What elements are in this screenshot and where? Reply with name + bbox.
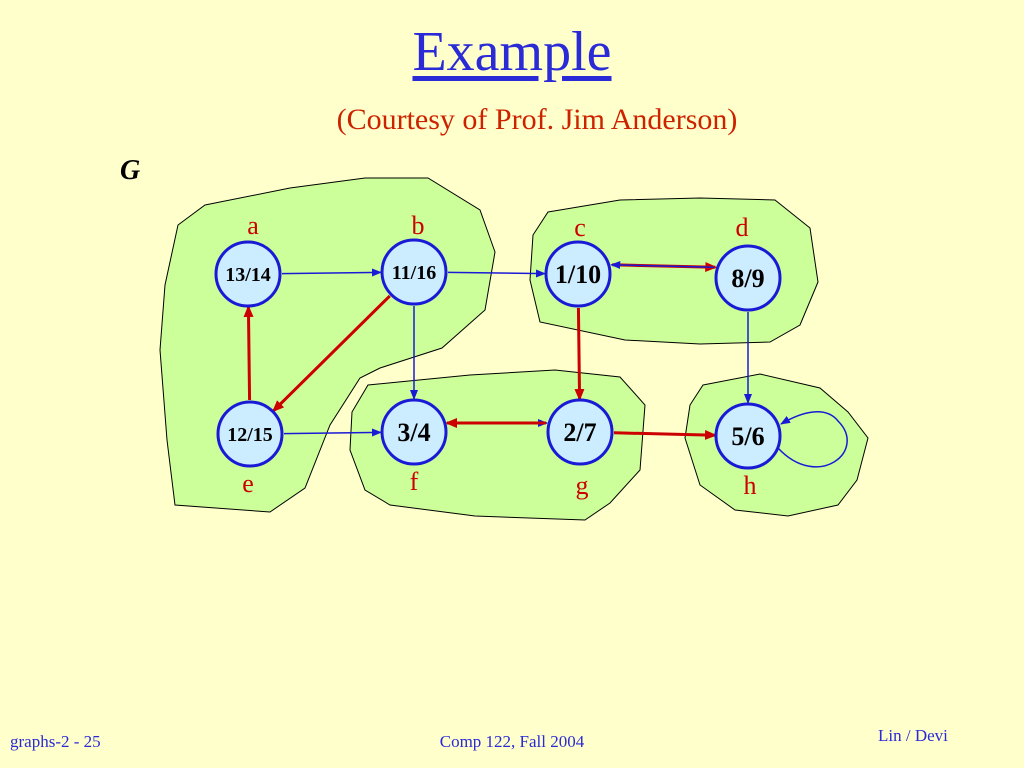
edge-h-h (777, 411, 848, 468)
node-d-label: d (736, 213, 749, 242)
slide-title: Example (412, 21, 612, 83)
node-d-times: 8/9 (731, 264, 764, 293)
edge-b-e (272, 294, 391, 413)
node-f-label: f (410, 467, 419, 496)
node-d: 8/9 d (714, 213, 782, 312)
node-b: 11/16 b (380, 211, 448, 306)
node-c-times: 1/10 (555, 260, 601, 289)
edge-e-a (243, 304, 254, 401)
node-c-label: c (574, 213, 586, 242)
node-g-label: g (576, 471, 589, 500)
node-d-circle (714, 244, 782, 312)
node-a-times: 13/14 (225, 264, 271, 286)
edge-d-c (610, 260, 715, 269)
node-h: 5/6 h (714, 402, 782, 500)
node-a-circle (214, 240, 282, 308)
edge-e-f (283, 428, 383, 437)
node-h-circle (714, 402, 782, 470)
node-e-times: 12/15 (227, 424, 273, 446)
node-a-label: a (247, 211, 259, 240)
node-g-circle (546, 398, 614, 466)
node-c: 1/10 c (544, 213, 612, 308)
footer-slide-number: graphs-2 - 25 (10, 732, 101, 751)
slide-subtitle: (Courtesy of Prof. Jim Anderson) (336, 103, 738, 136)
edge-a-b (281, 268, 383, 277)
node-g: 2/7 g (546, 398, 614, 500)
node-b-label: b (412, 211, 425, 240)
graph-label: G (120, 155, 141, 186)
node-c-circle (544, 240, 612, 308)
node-g-times: 2/7 (563, 418, 596, 447)
node-b-circle (380, 238, 448, 306)
edge-b-c (447, 269, 547, 278)
node-f-times: 3/4 (397, 418, 430, 447)
node-h-times: 5/6 (731, 422, 764, 451)
node-f: 3/4 f (380, 398, 448, 496)
node-a: 13/14 a (214, 211, 282, 308)
node-b-times: 11/16 (392, 262, 436, 284)
edge-c-g (574, 307, 585, 402)
node-e-circle (216, 400, 284, 468)
node-e: 12/15 e (216, 400, 284, 498)
footer-authors: Lin / Devi (878, 726, 948, 745)
edge-g-h (613, 429, 718, 440)
node-f-circle (380, 398, 448, 466)
node-e-label: e (242, 469, 254, 498)
footer-course: Comp 122, Fall 2004 (439, 732, 585, 751)
node-h-label: h (744, 471, 757, 500)
